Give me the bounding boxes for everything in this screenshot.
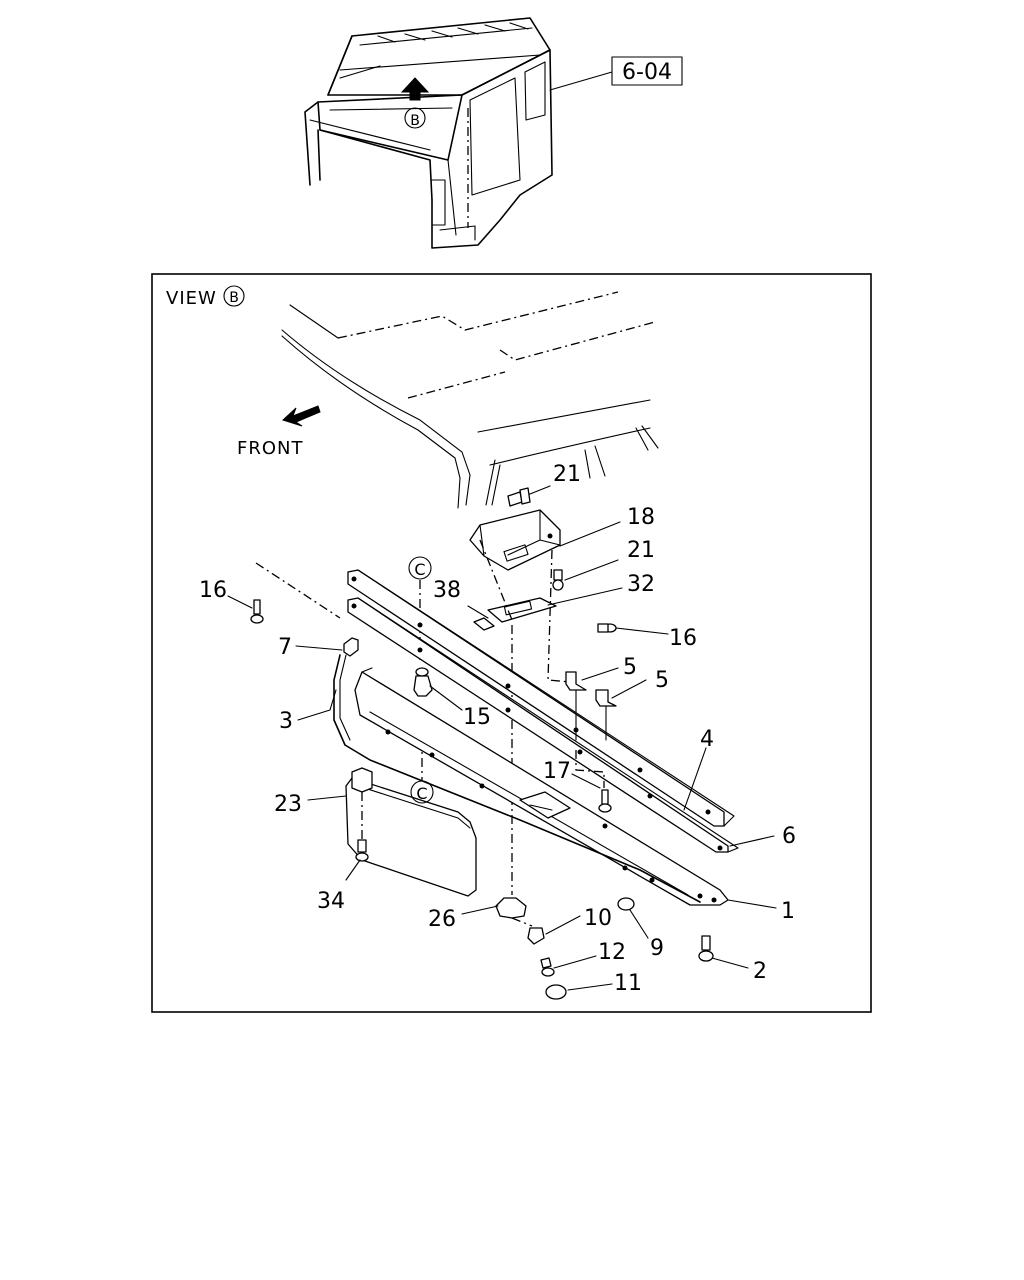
part-18-bracket bbox=[469, 509, 561, 571]
roof-outline bbox=[281, 291, 659, 509]
part-32-plate bbox=[487, 597, 557, 623]
callout-7: 7 bbox=[278, 635, 292, 660]
part-11-cap bbox=[545, 984, 567, 1000]
view-title-marker: B bbox=[229, 290, 239, 306]
callout-3: 3 bbox=[279, 709, 293, 734]
bolt-21-upper bbox=[507, 487, 531, 507]
callout-leaders bbox=[227, 521, 777, 991]
part-1-panel bbox=[354, 667, 729, 906]
callout-38: 38 bbox=[433, 578, 461, 603]
callout-21-lower: 21 bbox=[627, 538, 655, 563]
bolt-21-lower bbox=[552, 569, 564, 591]
part-38-pad bbox=[473, 617, 495, 631]
callout-1: 1 bbox=[781, 899, 795, 924]
callout-16-left: 16 bbox=[199, 578, 227, 603]
view-marker-b: B bbox=[410, 113, 420, 129]
section-marker-c-lower: C bbox=[416, 784, 427, 803]
part-6-rail bbox=[347, 597, 739, 853]
part-34-screw bbox=[355, 839, 369, 862]
view-title: VIEW bbox=[166, 288, 217, 309]
callout-10: 10 bbox=[584, 906, 612, 931]
part-2-bolt bbox=[698, 935, 714, 962]
part-26-holder bbox=[495, 897, 527, 919]
callout-labels: 21 18 21 32 38 16 16 7 5 5 15 3 4 17 23 … bbox=[199, 462, 796, 996]
view-frame bbox=[151, 273, 872, 1013]
callout-18: 18 bbox=[627, 505, 655, 530]
callout-2: 2 bbox=[753, 959, 767, 984]
part-5-bracket-b bbox=[595, 689, 617, 707]
reference-box: 6-04 bbox=[622, 60, 672, 85]
part-16-bolt-left bbox=[250, 599, 264, 624]
front-arrow-icon bbox=[282, 405, 321, 427]
cab-illustration: B 6-04 bbox=[304, 17, 683, 249]
front-label: FRONT bbox=[237, 438, 304, 459]
callout-4: 4 bbox=[700, 727, 714, 752]
callout-11: 11 bbox=[614, 971, 642, 996]
callout-9: 9 bbox=[650, 936, 664, 961]
callout-17: 17 bbox=[543, 759, 571, 784]
callout-16-right: 16 bbox=[669, 626, 697, 651]
part-16-bolt-right bbox=[597, 623, 617, 633]
part-17-bolt bbox=[598, 789, 612, 813]
part-15-fastener bbox=[413, 667, 433, 697]
callout-12: 12 bbox=[598, 940, 626, 965]
section-marker-c-upper: C bbox=[414, 560, 425, 579]
part-3-trim bbox=[333, 654, 701, 903]
part-12-screw bbox=[540, 957, 555, 977]
callout-15: 15 bbox=[463, 705, 491, 730]
part-10-grommet bbox=[527, 927, 545, 945]
part-4-rail bbox=[347, 569, 735, 827]
part-23-sun-visor bbox=[345, 767, 477, 897]
callout-34: 34 bbox=[317, 889, 345, 914]
callout-5-lower: 5 bbox=[655, 668, 669, 693]
part-9-nut bbox=[617, 897, 635, 911]
callout-26: 26 bbox=[428, 907, 456, 932]
callout-23: 23 bbox=[274, 792, 302, 817]
callout-21-upper: 21 bbox=[553, 462, 581, 487]
callout-5-upper: 5 bbox=[623, 655, 637, 680]
part-7-clip bbox=[343, 637, 359, 657]
callout-32: 32 bbox=[627, 572, 655, 597]
callout-6: 6 bbox=[782, 824, 796, 849]
part-5-bracket-a bbox=[565, 671, 587, 691]
